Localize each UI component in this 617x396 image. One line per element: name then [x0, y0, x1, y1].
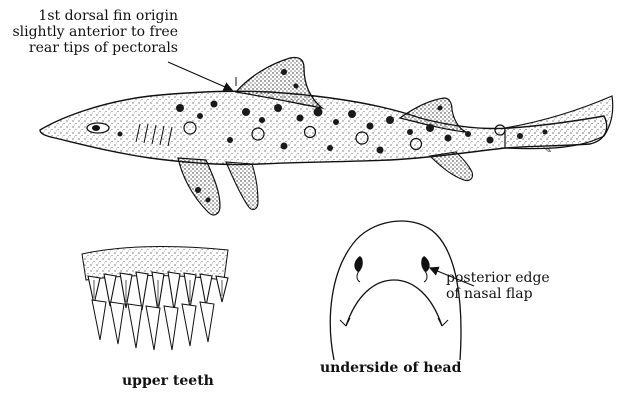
nasal-callout-line-2: of nasal flap — [446, 286, 566, 302]
upper-teeth-caption: upper teeth — [122, 373, 214, 389]
teeth-row-2 — [92, 300, 214, 350]
head-underside-caption: underside of head — [320, 360, 461, 376]
artist-signature: ✎ — [544, 146, 552, 156]
nostril-left — [354, 256, 362, 282]
nasal-flap-callout: posterior edge of nasal flap — [446, 270, 566, 302]
upper-teeth-illustration — [78, 240, 258, 365]
pectoral-fin — [178, 158, 220, 215]
head-outline — [330, 221, 461, 360]
mouth — [346, 280, 442, 326]
nasal-callout-line-1: posterior edge — [446, 270, 566, 286]
nostril-right — [421, 256, 429, 282]
anal-fin — [430, 152, 473, 181]
dorsal-callout-arrow — [168, 62, 232, 90]
pelvic-fin — [226, 162, 258, 209]
